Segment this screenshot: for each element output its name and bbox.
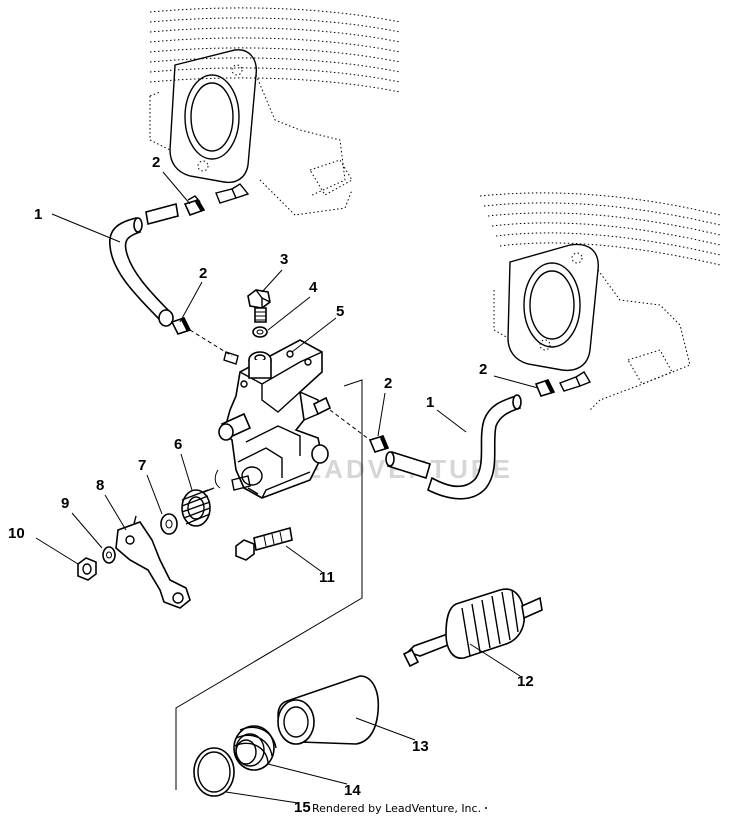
render-credit: Rendered by LeadVenture, Inc. <box>312 802 481 815</box>
mounting-bolt <box>235 526 293 561</box>
pump-shaft-stub <box>231 475 251 491</box>
thrust-washer <box>160 513 178 535</box>
leader-pump-to-clamp <box>329 409 371 441</box>
callout-9: 9 <box>61 495 69 512</box>
compression-spring <box>233 725 277 771</box>
stray-dot <box>485 807 487 809</box>
callout-2-upper: 2 <box>152 154 160 171</box>
leader-lines <box>35 171 539 804</box>
callout-14: 14 <box>344 782 361 799</box>
callout-7: 7 <box>138 457 146 474</box>
banjo-bolt <box>247 289 271 323</box>
callout-2-far-right: 2 <box>479 361 487 378</box>
lock-washer <box>102 546 116 564</box>
oil-pump-body <box>218 339 332 499</box>
callout-4: 4 <box>309 279 318 296</box>
engine-cylinder-upper <box>149 7 401 216</box>
return-spring <box>181 487 215 527</box>
callout-2-mid-right: 2 <box>384 375 392 392</box>
o-ring <box>193 747 235 797</box>
engine-cylinder-right <box>479 192 721 411</box>
callout-labels: 1 2 2 3 4 5 2 1 2 6 7 8 9 10 11 12 13 14… <box>8 154 534 816</box>
snap-ring <box>214 469 221 489</box>
callout-1-right: 1 <box>426 394 434 411</box>
callout-3: 3 <box>280 251 288 268</box>
callout-15: 15 <box>294 799 311 816</box>
hose-clamp-mid-right <box>368 435 390 453</box>
callout-2-mid-left: 2 <box>199 265 207 282</box>
hose-clamp-far-right <box>534 379 556 397</box>
callout-12: 12 <box>517 673 534 690</box>
callout-10: 10 <box>8 525 25 542</box>
control-lever <box>115 515 191 609</box>
leader-hose-to-pump <box>189 329 233 357</box>
callout-8: 8 <box>96 477 104 494</box>
pump-sleeve <box>277 675 380 745</box>
hex-nut <box>77 557 97 581</box>
oil-hose-right <box>385 394 522 500</box>
assembly-bracket-line <box>175 379 363 790</box>
hose-clamp-upper-left <box>183 195 206 217</box>
callout-6: 6 <box>174 436 182 453</box>
drive-gear-shaft <box>402 588 543 668</box>
callout-5: 5 <box>336 303 344 320</box>
callout-13: 13 <box>412 738 429 755</box>
callout-11: 11 <box>319 569 335 586</box>
sealing-washer <box>252 326 268 338</box>
callout-1-left: 1 <box>34 206 42 223</box>
pump-nipple-left <box>223 351 239 365</box>
oil-hose-left <box>109 203 179 327</box>
